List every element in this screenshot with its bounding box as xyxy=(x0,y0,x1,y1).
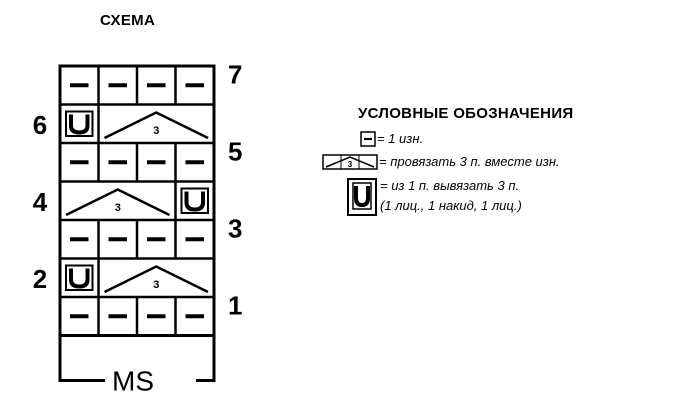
three-together-icon: 3 xyxy=(322,154,378,170)
increase-icon xyxy=(347,178,377,216)
three-together-mark xyxy=(103,265,209,294)
legend-title: УСЛОВНЫЕ ОБОЗНАЧЕНИЯ xyxy=(358,105,574,122)
row-number: 4 xyxy=(33,187,48,217)
three-together-number: 3 xyxy=(153,279,159,291)
increase-mark xyxy=(184,191,205,212)
legend-three-together-text: = провязать 3 п. вместе изн. xyxy=(379,154,560,169)
row-number: 3 xyxy=(228,213,242,243)
three-together-number: 3 xyxy=(348,160,353,169)
legend-increase-text: = из 1 п. вывязать 3 п. xyxy=(380,178,520,193)
increase-mark xyxy=(69,268,90,289)
row-number: 6 xyxy=(33,110,47,140)
increase-mark xyxy=(69,114,90,135)
legend-increase-note: (1 лиц., 1 накид, 1 лиц.) xyxy=(380,198,522,213)
three-together-mark xyxy=(65,188,171,217)
purl-icon xyxy=(360,131,376,147)
repeat-bracket-right xyxy=(196,335,216,382)
row-number: 5 xyxy=(228,136,242,166)
three-together-number: 3 xyxy=(153,125,159,137)
legend-purl-text: = 1 изн. xyxy=(377,131,424,146)
scheme-title: СХЕМА xyxy=(100,12,156,29)
three-together-number: 3 xyxy=(115,202,121,214)
repeat-bracket-left xyxy=(58,335,105,382)
three-together-mark xyxy=(103,111,209,140)
row-number: 1 xyxy=(228,290,242,320)
row-number: 7 xyxy=(228,59,242,89)
repeat-label: MS xyxy=(112,366,154,397)
row-number: 2 xyxy=(33,264,47,294)
